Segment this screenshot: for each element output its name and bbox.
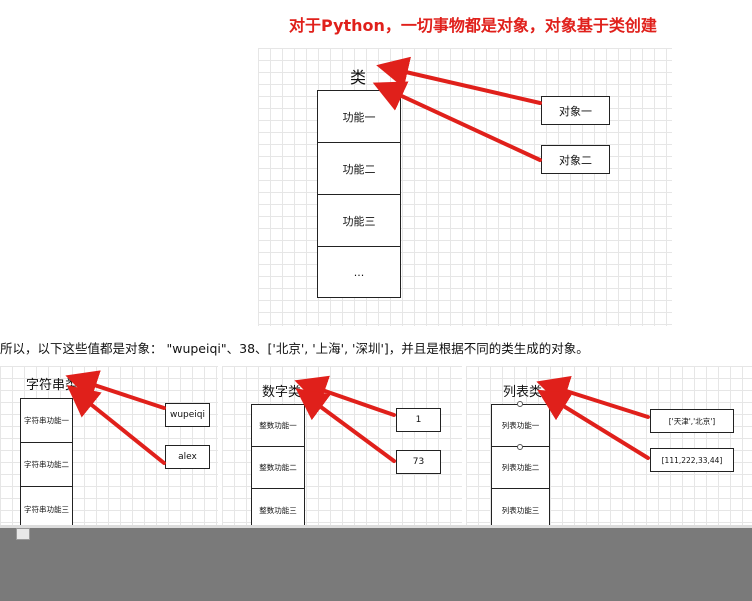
arrow <box>537 389 650 460</box>
object-box: 对象二 <box>541 145 610 174</box>
arrow <box>376 56 542 105</box>
object-box: 对象一 <box>541 96 610 125</box>
function-cell: 整数功能三 <box>259 505 297 515</box>
resize-handle-icon <box>16 528 30 540</box>
function-cell: 功能三 <box>318 195 400 247</box>
function-cell: 整数功能二 <box>252 447 304 489</box>
function-cell: ... <box>353 265 365 279</box>
object-box: [111,222,33,44] <box>650 448 734 472</box>
connector-dot <box>517 401 523 407</box>
function-cell: 列表功能二 <box>492 447 549 489</box>
object-box: wupeiqi <box>165 403 210 427</box>
bottom-band <box>0 528 752 601</box>
arrow <box>536 376 650 419</box>
object-box: 1 <box>396 408 441 432</box>
arrow <box>66 384 166 465</box>
class-box: 字符串功能一 字符串功能二 字符串功能三 <box>20 398 73 530</box>
object-box: alex <box>165 445 210 469</box>
class-box: 功能一 功能二 功能三 ... <box>317 90 401 298</box>
object-box: 73 <box>396 450 441 474</box>
function-cell: 字符串功能二 <box>21 443 72 487</box>
function-cell: 功能二 <box>318 143 400 195</box>
function-cell: 整数功能一 <box>252 405 304 447</box>
class-box: 整数功能一 整数功能二 整数功能三 <box>251 404 305 530</box>
function-cell: 列表功能三 <box>501 505 540 515</box>
class-label: 字符串类 <box>26 378 79 393</box>
page-title: 对于Python，一切事物都是对象，对象基于类创建 <box>289 16 657 35</box>
arrow <box>295 388 396 463</box>
connector-dot <box>517 444 523 450</box>
function-cell: 字符串功能一 <box>21 399 72 443</box>
class-label: 类 <box>350 68 367 87</box>
function-cell: 字符串功能三 <box>24 504 69 514</box>
arrow <box>65 370 166 410</box>
arrow <box>372 81 542 162</box>
arrow <box>294 375 396 417</box>
function-cell: 功能一 <box>318 91 400 143</box>
caption: 所以，以下这些值都是对象： "wupeiqi"、38、['北京', '上海', … <box>0 341 589 356</box>
class-label: 数字类 <box>262 385 302 400</box>
class-label: 列表类 <box>503 385 543 400</box>
divider <box>0 525 752 529</box>
object-box: ['天津','北京'] <box>650 409 734 433</box>
